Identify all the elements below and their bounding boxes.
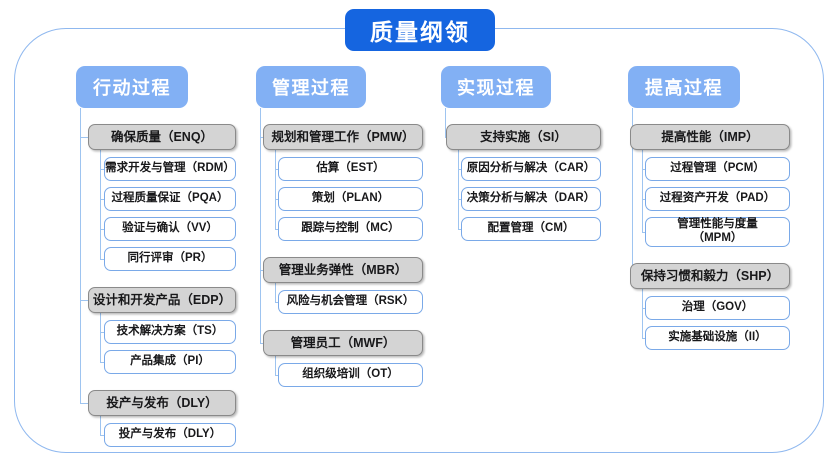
connector-spine-to-leaf [642,232,645,234]
connector-spine-to-leaf [100,332,104,334]
process-group-box[interactable]: 管理业务弹性（MBR） [263,257,423,283]
diagram-root-title: 质量纲领 [345,9,495,51]
connector-spine-to-leaf [642,199,645,201]
connector-trunk-to-group [260,343,263,345]
connector-spine-to-leaf [275,302,278,304]
connector-trunk-to-group [445,137,446,139]
practice-area-box[interactable]: 治理（GOV） [645,296,790,320]
connector-trunk-to-group [80,403,88,405]
practice-area-box[interactable]: 同行评审（PR） [104,247,236,271]
practice-area-box[interactable]: 实施基础设施（II） [645,326,790,350]
connector-spine-to-leaf [458,199,461,201]
connector-spine-to-leaf [275,169,278,171]
practice-area-box[interactable]: 组织级培训（OT） [278,363,423,387]
connector-group-spine [642,150,644,232]
process-group-box[interactable]: 投产与发布（DLY） [88,390,236,416]
connector-column-trunk [260,108,262,343]
connector-group-spine [275,283,277,302]
connector-group-spine [100,150,102,259]
practice-area-box[interactable]: 验证与确认（VV） [104,217,236,241]
connector-trunk-to-group [80,300,88,302]
connector-spine-to-leaf [458,229,461,231]
connector-column-trunk [80,108,82,403]
practice-area-box[interactable]: 技术解决方案（TS） [104,320,236,344]
process-group-box[interactable]: 支持实施（SI） [446,124,601,150]
connector-trunk-to-group [80,137,88,139]
practice-area-box[interactable]: 过程管理（PCM） [645,157,790,181]
connector-spine-to-leaf [275,229,278,231]
connector-column-trunk [445,108,447,137]
practice-area-box[interactable]: 配置管理（CM） [461,217,601,241]
process-group-box[interactable]: 设计和开发产品（EDP） [88,287,236,313]
practice-area-box[interactable]: 策划（PLAN） [278,187,423,211]
practice-area-box[interactable]: 估算（EST） [278,157,423,181]
connector-group-spine [642,289,644,338]
column-header-implementation[interactable]: 实现过程 [441,66,551,108]
connector-spine-to-leaf [100,169,104,171]
connector-column-trunk [632,108,634,276]
process-group-box[interactable]: 确保质量（ENQ） [88,124,236,150]
column-header-management[interactable]: 管理过程 [256,66,366,108]
practice-area-box[interactable]: 产品集成（PI） [104,350,236,374]
practice-area-box[interactable]: 投产与发布（DLY） [104,423,236,447]
practice-area-box[interactable]: 原因分析与解决（CAR） [461,157,601,181]
practice-area-box[interactable]: 管理性能与度量（MPM） [645,217,790,247]
process-group-box[interactable]: 管理员工（MWF） [263,330,423,356]
connector-group-spine [458,150,460,229]
column-header-action[interactable]: 行动过程 [76,66,188,108]
connector-spine-to-leaf [100,362,104,364]
practice-area-box[interactable]: 需求开发与管理（RDM） [104,157,236,181]
connector-spine-to-leaf [275,375,278,377]
practice-area-box[interactable]: 过程资产开发（PAD） [645,187,790,211]
connector-group-spine [275,356,277,375]
connector-spine-to-leaf [100,435,104,437]
connector-group-spine [100,416,102,435]
practice-area-box[interactable]: 跟踪与控制（MC） [278,217,423,241]
process-group-box[interactable]: 保持习惯和毅力（SHP） [630,263,790,289]
connector-spine-to-leaf [100,199,104,201]
connector-spine-to-leaf [642,338,645,340]
column-header-improvement[interactable]: 提高过程 [628,66,740,108]
connector-spine-to-leaf [275,199,278,201]
connector-group-spine [100,313,102,362]
connector-spine-to-leaf [100,259,104,261]
connector-spine-to-leaf [642,169,645,171]
connector-trunk-to-group [260,137,263,139]
process-group-box[interactable]: 提高性能（IMP） [630,124,790,150]
practice-area-box[interactable]: 决策分析与解决（DAR） [461,187,601,211]
connector-trunk-to-group [260,270,263,272]
process-group-box[interactable]: 规划和管理工作（PMW） [263,124,423,150]
connector-spine-to-leaf [458,169,461,171]
connector-spine-to-leaf [642,308,645,310]
connector-group-spine [275,150,277,229]
practice-area-box[interactable]: 风险与机会管理（RSK） [278,290,423,314]
practice-area-box[interactable]: 过程质量保证（PQA） [104,187,236,211]
connector-spine-to-leaf [100,229,104,231]
